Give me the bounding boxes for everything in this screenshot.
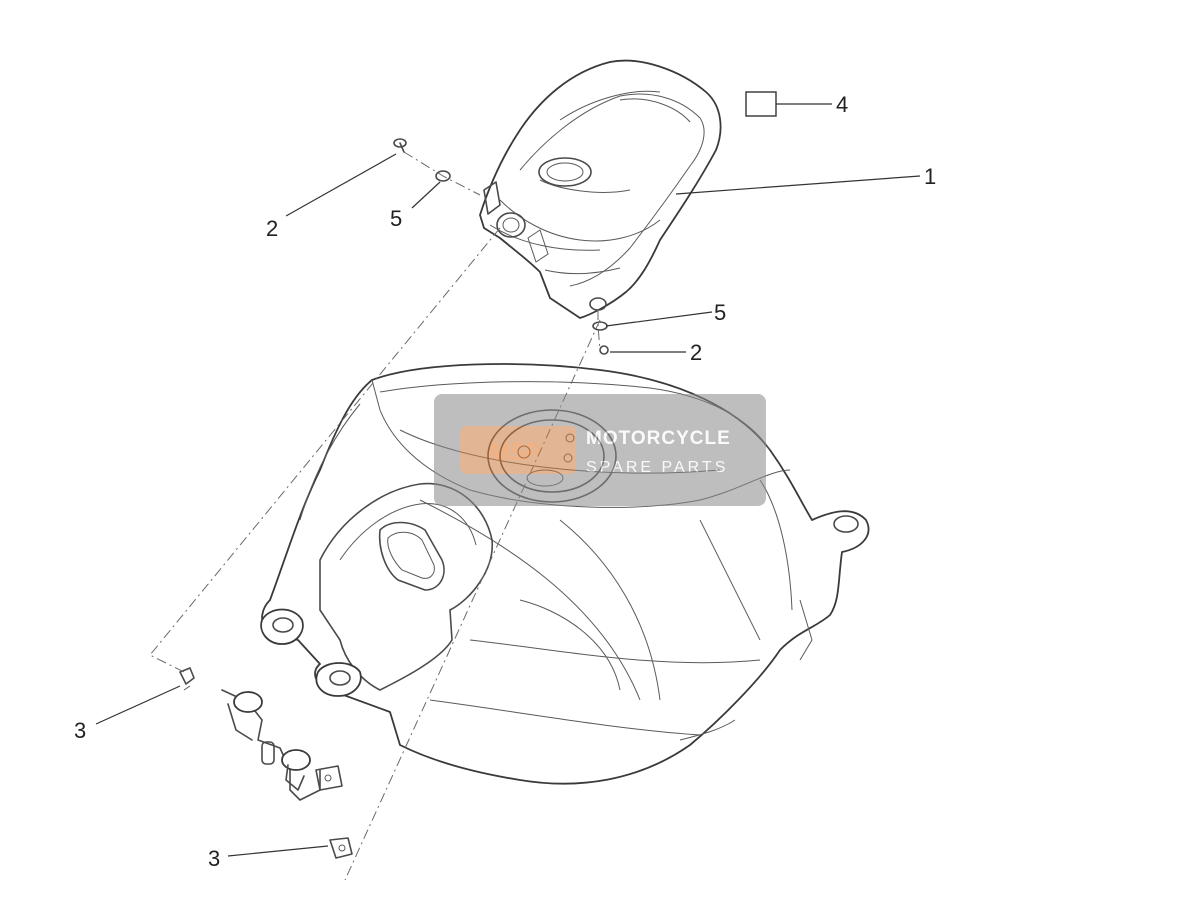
watermark-badge xyxy=(434,394,766,506)
watermark-title: MOTORCYCLE xyxy=(586,428,731,449)
kit-box xyxy=(745,91,777,117)
tank-cover xyxy=(479,59,722,319)
callout-cover: 1 xyxy=(924,164,936,189)
watermark-logo: MSP xyxy=(488,439,541,466)
bracket-part xyxy=(221,689,343,801)
watermark-logo-box xyxy=(460,426,576,474)
callout-labels: 1 2 2 3 3 4 5 5 xyxy=(74,92,936,871)
screw-bottom-part xyxy=(599,345,609,355)
callout-screw-bottom: 2 xyxy=(690,340,702,365)
callout-kit: 4 xyxy=(836,92,848,117)
watermark: MSP MOTORCYCLE SPARE PARTS xyxy=(434,394,766,506)
screw-top-part xyxy=(393,138,407,153)
callout-screw-top: 2 xyxy=(266,216,278,241)
nut-bottom-part xyxy=(329,837,353,859)
watermark-subtitle: SPARE PARTS xyxy=(586,459,728,476)
washer-top-part xyxy=(435,170,451,182)
callout-washer-bottom: 5 xyxy=(714,300,726,325)
leader-lines xyxy=(95,103,921,857)
callout-nut-bottom: 3 xyxy=(208,846,220,871)
callout-nut-top: 3 xyxy=(74,718,86,743)
callout-washer-top: 5 xyxy=(390,206,402,231)
nut-top-part xyxy=(179,667,195,691)
washer-bottom-part xyxy=(592,321,608,331)
